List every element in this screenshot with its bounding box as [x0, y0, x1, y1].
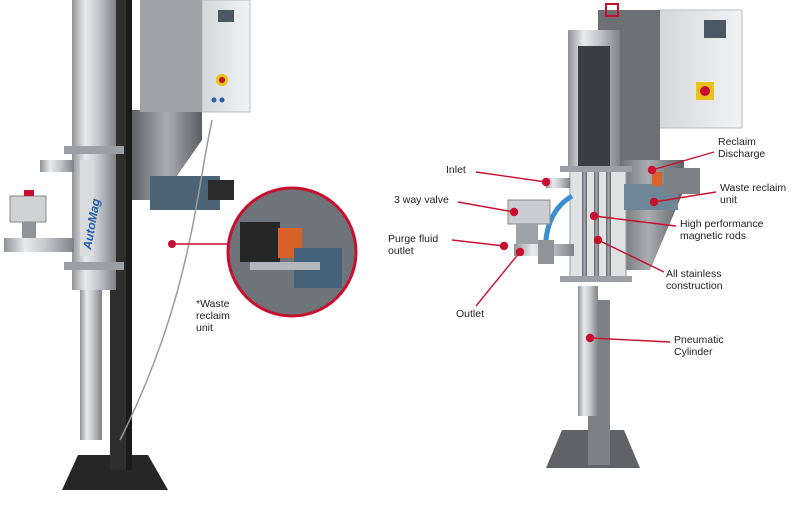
right-valve-body [516, 224, 538, 246]
right-cabinet-switch-center [700, 86, 710, 96]
right-magnetic-rod-2 [594, 172, 599, 276]
left-flange-bottom [64, 262, 124, 270]
left-valve-actuator [9, 195, 47, 223]
right-magnetic-rod-3 [606, 172, 611, 276]
leader-purge-fluid-outlet [451, 239, 505, 247]
label-waste-reclaim-annotation: *Waste reclaim unit [196, 298, 230, 334]
left-brand-strip [80, 160, 94, 256]
left-air-line [119, 119, 213, 441]
right-reclaim-gear [652, 172, 662, 186]
zoom-motor [240, 222, 280, 262]
right-magnetic-rod-1 [582, 172, 587, 276]
leader-inlet [475, 171, 547, 183]
label-purge-fluid-outlet: Purge fluid outlet [388, 233, 439, 257]
leader-three-way-valve [457, 201, 515, 213]
leader-outlet-dot [515, 247, 525, 257]
leader-purge-fluid-outlet-dot [499, 241, 509, 251]
leader-waste-reclaim-unit [653, 191, 717, 203]
left-cabinet-switch-center [219, 77, 225, 83]
callout-leaders [451, 151, 717, 343]
leader-magnetic-rods-dot [589, 211, 599, 221]
right-flange-top [560, 166, 632, 172]
left-reclaim-motor [208, 180, 234, 200]
label-waste-reclaim-unit: Waste reclaim unit [720, 182, 787, 206]
right-purge-stub [538, 240, 554, 264]
left-flange-top [64, 146, 124, 154]
left-hopper-body [140, 0, 202, 112]
left-cabinet-button-2 [219, 97, 225, 103]
left-outlet-pipe [4, 238, 74, 252]
leader-reclaim-discharge-dot [647, 165, 657, 175]
leader-inlet-dot [541, 177, 551, 187]
right-flange-bottom [560, 276, 632, 282]
left-pneumatic-cylinder [80, 290, 102, 440]
left-cabinet-button-1 [211, 97, 217, 103]
label-inlet: Inlet [446, 164, 466, 176]
label-three-way-valve: 3 way valve [394, 194, 449, 206]
right-unit [507, 3, 743, 468]
leader-three-way-valve-dot [509, 207, 519, 217]
right-lifting-eye [605, 3, 619, 17]
label-outlet: Outlet [456, 308, 485, 320]
right-control-cabinet [657, 9, 743, 129]
waste-reclaim-zoom-circle [168, 186, 358, 318]
zoom-bracket [250, 262, 320, 270]
leader-reclaim-discharge [651, 151, 715, 171]
left-cabinet-display [218, 10, 234, 22]
left-hopper [132, 110, 202, 200]
leader-magnetic-rods [593, 215, 677, 227]
label-magnetic-rods: High performance magnetic rods [680, 218, 764, 242]
label-reclaim-discharge: Reclaim Discharge [718, 136, 766, 160]
right-cylinder-cutaway [578, 46, 610, 170]
zoom-leader-dot [168, 240, 176, 248]
label-all-stainless: All stainless construction [666, 268, 723, 292]
left-unit: AutoMag [4, 0, 251, 490]
label-pneumatic-cylinder: Pneumatic Cylinder [674, 334, 724, 358]
leader-waste-reclaim-unit-dot [649, 197, 659, 207]
leader-all-stainless-dot [593, 235, 603, 245]
right-inlet-pipe [546, 178, 570, 188]
leader-pneumatic-cylinder [589, 337, 671, 343]
leader-all-stainless [597, 239, 665, 273]
leader-pneumatic-cylinder-dot [585, 333, 595, 343]
right-reclaim-motor [664, 168, 700, 194]
left-valve-body [22, 222, 36, 238]
right-cabinet-display [704, 20, 726, 38]
zoom-circle-ring [226, 186, 358, 318]
left-support-post-edge [126, 0, 132, 470]
left-valve-actuator-top [24, 190, 34, 196]
right-pneumatic-cylinder [578, 286, 598, 416]
left-inlet-pipe [40, 160, 74, 172]
left-base-plate [62, 455, 168, 490]
leader-outlet [475, 251, 521, 307]
